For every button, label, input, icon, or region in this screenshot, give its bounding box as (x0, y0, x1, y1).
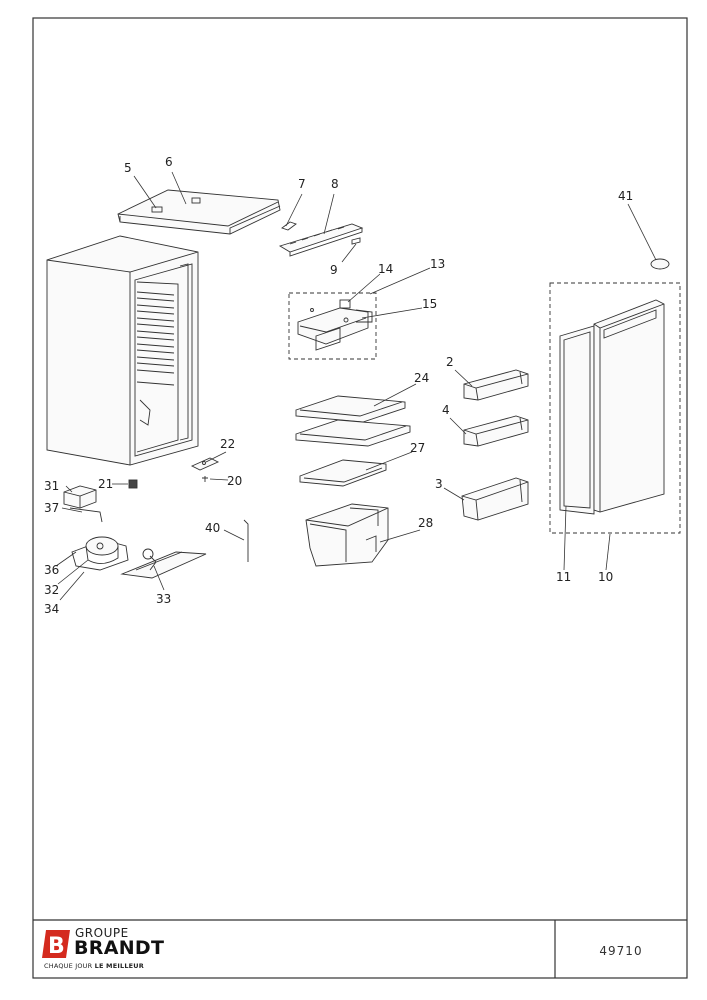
part-label-22: 22 (220, 437, 235, 451)
brand-block: B GROUPE BRANDT CHAQUE JOUR LE MEILLEUR (40, 924, 200, 974)
door-bin-top-drawing (463, 369, 529, 401)
part-label-36: 36 (44, 563, 59, 577)
part-label-13: 13 (430, 257, 445, 271)
hinge-drawing (190, 457, 220, 482)
top-cover-drawing (117, 189, 281, 235)
thermostat-group-box (288, 292, 377, 360)
compressor-plate-drawing (120, 548, 207, 579)
foot-cap-drawing (650, 258, 670, 270)
crisper-cover-drawing (299, 459, 387, 487)
part-label-20: 20 (227, 474, 242, 488)
part-number-labels: 5 6 7 8 9 14 13 15 41 2 24 4 22 27 21 20… (44, 155, 633, 616)
thermostat-drawing (297, 299, 373, 351)
glass-shelves-drawing (295, 395, 411, 447)
part-label-4: 4 (442, 403, 450, 417)
control-rail-drawing (278, 221, 364, 257)
part-label-37: 37 (44, 501, 59, 515)
brandt-logo-icon: B (42, 930, 70, 959)
part-label-21: 21 (98, 477, 113, 491)
door-group-box (549, 282, 681, 534)
cabinet-drawing (46, 235, 199, 466)
part-label-9: 9 (330, 263, 338, 277)
screw-21-drawing (128, 479, 138, 489)
part-label-5: 5 (124, 161, 132, 175)
part-label-34: 34 (44, 602, 59, 616)
relay-box-drawing (63, 485, 103, 523)
part-label-6: 6 (165, 155, 173, 169)
brand-name: BRANDT (74, 937, 165, 959)
part-label-33: 33 (156, 592, 171, 606)
part-label-28: 28 (418, 516, 433, 530)
part-label-11: 11 (556, 570, 571, 584)
part-label-7: 7 (298, 177, 306, 191)
brand-slogan: CHAQUE JOUR LE MEILLEUR (44, 962, 144, 970)
part-label-41: 41 (618, 189, 633, 203)
document-number: 49710 (599, 944, 643, 958)
part-label-15: 15 (422, 297, 437, 311)
part-label-2: 2 (446, 355, 454, 369)
leader-lines (55, 171, 657, 601)
logo-letter: B (48, 934, 65, 959)
door-bin-bottom-drawing (461, 477, 529, 521)
drain-pipe-drawing (243, 519, 249, 562)
compressor-drawing (71, 536, 129, 571)
part-label-3: 3 (435, 477, 443, 491)
sheet-border (32, 17, 688, 979)
part-label-8: 8 (331, 177, 339, 191)
part-label-24: 24 (414, 371, 429, 385)
brand-group-label: GROUPE (75, 926, 129, 940)
door-drawing (559, 299, 665, 515)
part-label-27: 27 (410, 441, 425, 455)
part-label-32: 32 (44, 583, 59, 597)
slogan-bold: LE MEILLEUR (94, 962, 144, 970)
part-label-10: 10 (598, 570, 613, 584)
door-bin-middle-drawing (463, 415, 529, 447)
crisper-drawer-drawing (305, 503, 389, 567)
part-label-40: 40 (205, 521, 220, 535)
slogan-start: CHAQUE JOUR (44, 962, 93, 970)
part-label-14: 14 (378, 262, 393, 276)
part-label-31: 31 (44, 479, 59, 493)
